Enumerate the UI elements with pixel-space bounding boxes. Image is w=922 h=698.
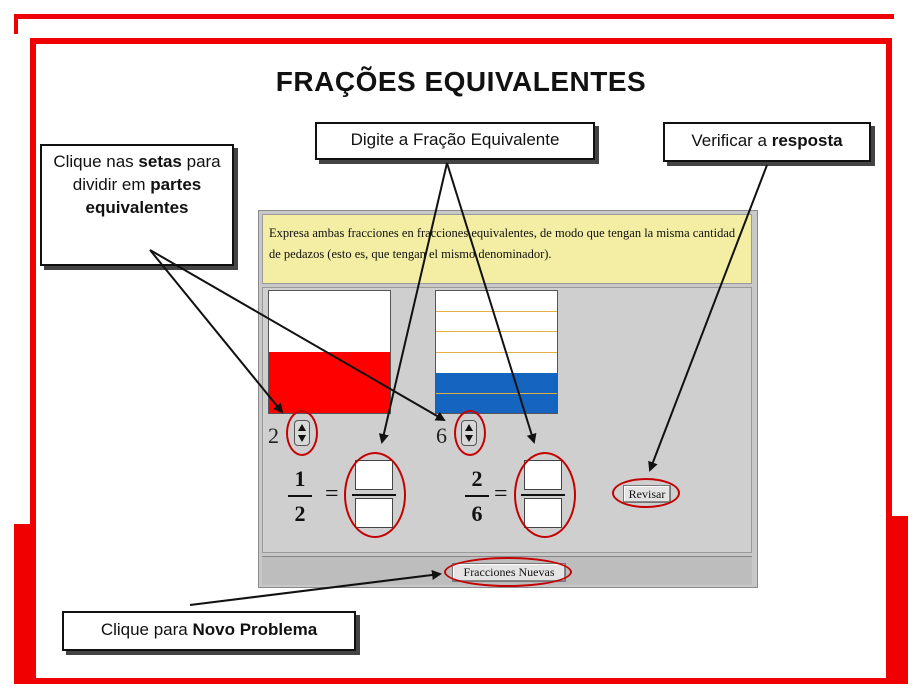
callout-new-problem: Clique para Novo Problema: [62, 611, 356, 651]
frame-right: [886, 38, 892, 683]
arrow-to-left-input: [378, 162, 448, 444]
left-input-highlight: [344, 452, 406, 538]
left-fraction-line: [288, 495, 312, 497]
left-fraction-bar: [268, 290, 391, 414]
right-numerator: 2: [471, 466, 483, 491]
right-denominator: 6: [471, 501, 483, 526]
left-equals: =: [325, 481, 339, 507]
right-parts-count: 6: [436, 423, 447, 448]
left-bar-filled-part: [269, 352, 390, 413]
frame-left-band: [14, 524, 34, 684]
arrow-to-right-input: [446, 162, 537, 444]
right-equals: =: [494, 481, 508, 507]
arrow-to-check: [648, 164, 768, 472]
right-fraction-bar: [435, 290, 558, 414]
callout-verify: Verificar a resposta: [663, 122, 871, 162]
arrow-to-right-spinner: [149, 249, 446, 422]
frame-top-inner: [30, 38, 892, 44]
instructions-text: Expresa ambas fracciones en fracciones e…: [262, 214, 752, 284]
callout-type-fraction: Digite a Fração Equivalente: [315, 122, 595, 160]
page-title: FRAÇÕES EQUIVALENTES: [275, 66, 647, 97]
right-input-highlight: [514, 452, 576, 538]
right-spinner-highlight: [454, 410, 486, 456]
arrow-to-left-spinner: [149, 249, 284, 414]
frame-left: [30, 38, 36, 683]
right-fraction-line: [465, 495, 489, 497]
arrow-to-new-button: [189, 570, 442, 606]
check-button-highlight: [612, 478, 680, 508]
frame-right-band: [888, 516, 908, 684]
frame-top-outer: [14, 14, 894, 19]
left-denominator: 2: [294, 501, 306, 526]
left-spinner-highlight: [286, 410, 318, 456]
callout-arrows: Clique nas setas para dividir em partes …: [40, 144, 234, 266]
new-button-highlight: [444, 557, 572, 587]
frame-bottom: [14, 678, 894, 684]
left-parts-count: 2: [268, 423, 279, 448]
frame-left-outer-line: [14, 14, 18, 34]
left-numerator: 1: [294, 466, 306, 491]
